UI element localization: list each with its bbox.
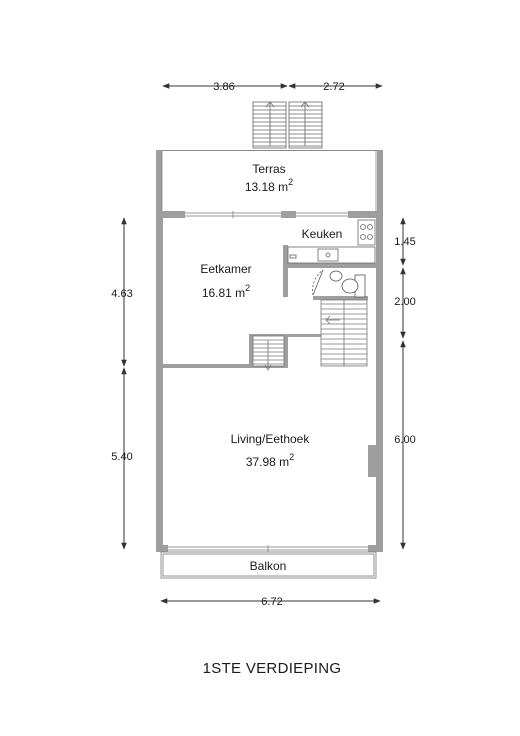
room-labels: Terras 13.18 m2 Eetkamer 16.81 m2 Keuken… xyxy=(200,162,342,573)
exterior-stairs xyxy=(252,101,323,149)
dim-right-1: 1.45 xyxy=(394,236,415,248)
room-name-balkon: Balkon xyxy=(250,559,287,573)
dim-bottom: 6.72 xyxy=(261,596,282,608)
floor-title: 1STE VERDIEPING xyxy=(203,660,342,677)
interior-stairs xyxy=(252,299,368,371)
dim-top-right: 2.72 xyxy=(323,81,344,93)
room-name-living: Living/Eethoek xyxy=(231,432,311,446)
room-name-terras: Terras xyxy=(252,162,285,176)
room-area-eetkamer: 16.81 m2 xyxy=(202,283,250,300)
dim-right-3: 6.00 xyxy=(394,434,415,446)
interior-walls xyxy=(163,245,376,368)
toilet xyxy=(312,269,366,298)
dimension-lines xyxy=(121,83,406,604)
openings xyxy=(168,211,368,552)
dim-left-upper: 4.63 xyxy=(111,288,132,300)
room-name-keuken: Keuken xyxy=(302,227,343,241)
dim-left-lower: 5.40 xyxy=(111,451,132,463)
kitchen-counter xyxy=(287,219,376,264)
room-area-terras: 13.18 m2 xyxy=(245,177,293,194)
terras-area xyxy=(156,150,383,215)
dim-right-2: 2.00 xyxy=(394,296,415,308)
dimension-labels: 3.86 2.72 4.63 5.40 1.45 2.00 6.00 6.72 xyxy=(111,81,415,608)
room-name-eetkamer: Eetkamer xyxy=(200,262,251,276)
room-area-living: 37.98 m2 xyxy=(246,452,294,469)
balkon-area xyxy=(160,551,377,579)
dim-top-left: 3.86 xyxy=(213,81,234,93)
